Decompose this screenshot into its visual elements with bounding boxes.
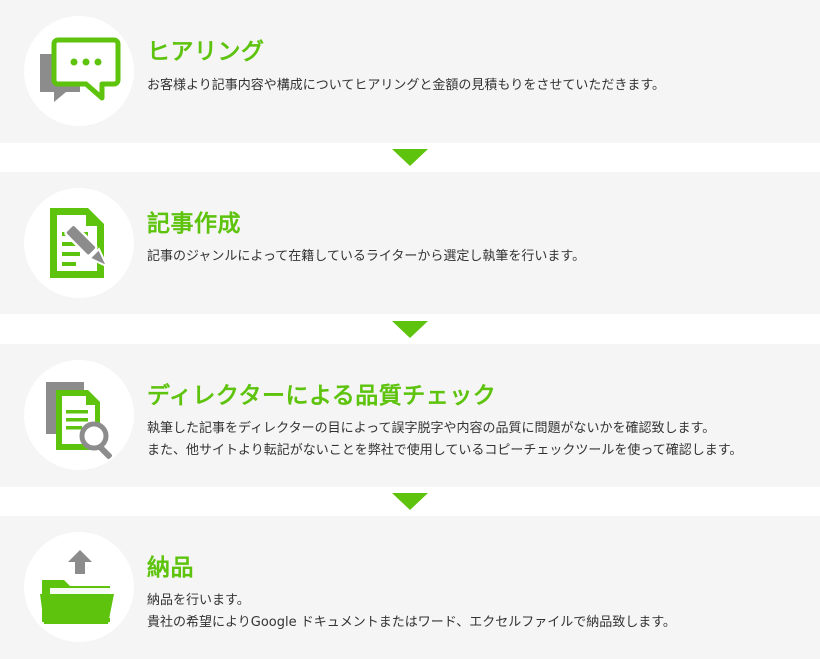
document-pen-icon xyxy=(50,208,110,278)
step-description-line: 執筆した記事をディレクターの目によって誤字脱字や内容の品質に問題がないかを確認致… xyxy=(147,421,716,436)
step-icon-circle xyxy=(24,532,134,642)
down-arrow-icon xyxy=(392,149,428,166)
step-icon-circle xyxy=(24,188,134,298)
document-magnifier-icon xyxy=(46,382,112,459)
chat-bubbles-icon xyxy=(40,37,121,102)
step-title: 納品 xyxy=(147,555,194,581)
step-icon-circle xyxy=(24,360,134,470)
step-description: 執筆した記事をディレクターの目によって誤字脱字や内容の品質に問題がないかを確認致… xyxy=(147,418,742,462)
down-arrow-icon xyxy=(392,321,428,338)
step-title: ヒアリング xyxy=(147,39,265,65)
step-quality-check: ディレクターによる品質チェック 執筆した記事をディレクターの目によって誤字脱字や… xyxy=(0,344,820,487)
step-description-line: 記事のジャンルによって在籍しているライターから選定し執筆を行います。 xyxy=(147,249,586,264)
step-description-line: 貴社の希望によりGoogle ドキュメントまたはワード、エクセルファイルで納品致… xyxy=(147,615,676,630)
step-delivery: 納品 納品を行います。 貴社の希望によりGoogle ドキュメントまたはワード、… xyxy=(0,516,820,659)
step-hearing: ヒアリング お客様より記事内容や構成についてヒアリングと金額の見積もりをさせてい… xyxy=(0,0,820,143)
folder-upload-icon xyxy=(40,550,114,624)
step-description: お客様より記事内容や構成についてヒアリングと金額の見積もりをさせていただきます。 xyxy=(147,75,665,97)
step-writing: 記事作成 記事のジャンルによって在籍しているライターから選定し執筆を行います。 xyxy=(0,172,820,314)
step-description-line: 納品を行います。 xyxy=(147,593,250,608)
step-description: 記事のジャンルによって在籍しているライターから選定し執筆を行います。 xyxy=(147,246,585,268)
step-description-line: また、他サイトより転記がないことを弊社で使用しているコピーチェックツールを使って… xyxy=(147,443,743,458)
step-description: 納品を行います。 貴社の希望によりGoogle ドキュメントまたはワード、エクセ… xyxy=(147,590,676,634)
step-icon-circle xyxy=(24,16,134,126)
down-arrow-icon xyxy=(392,493,428,510)
step-description-line: お客様より記事内容や構成についてヒアリングと金額の見積もりをさせていただきます。 xyxy=(147,78,666,93)
step-title: ディレクターによる品質チェック xyxy=(147,383,497,409)
step-title: 記事作成 xyxy=(147,211,241,237)
